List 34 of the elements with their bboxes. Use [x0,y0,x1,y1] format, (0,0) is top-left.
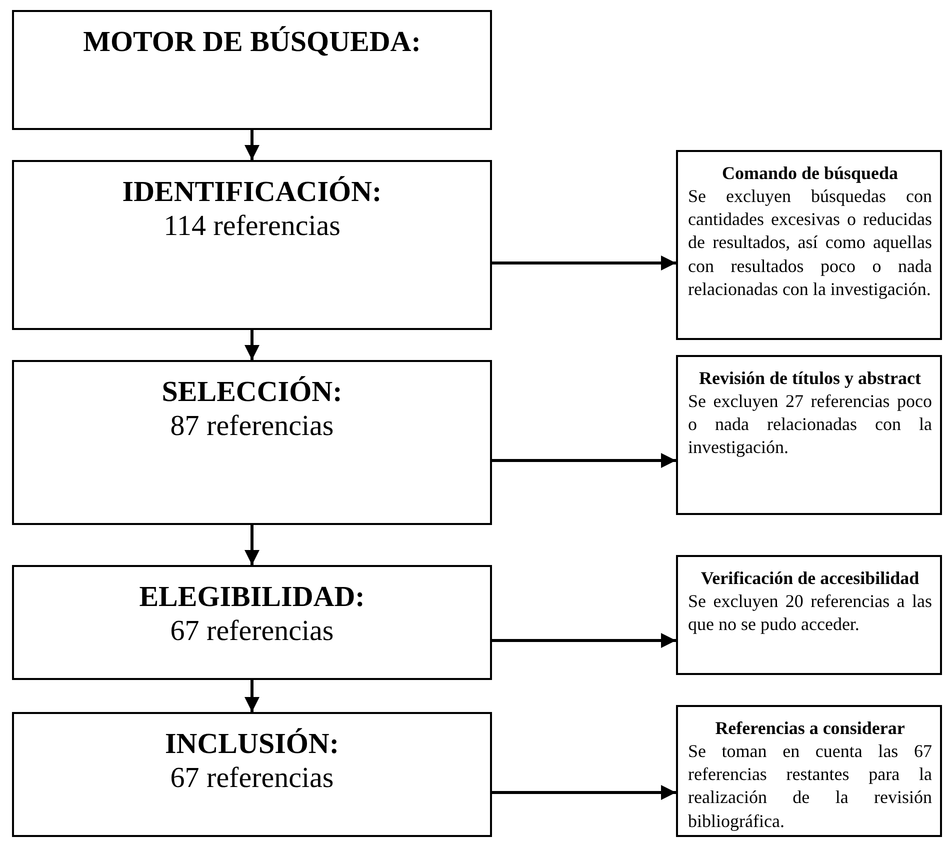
heading: Revisión de títulos y abstract [698,367,922,390]
heading: INCLUSIÓN: [164,728,340,762]
description: 114 referencias [162,209,342,244]
arrow [244,680,260,712]
stage-box [12,565,492,680]
arrow [492,633,676,648]
stage-box [12,160,492,330]
stage-box [12,712,492,837]
arrow [244,130,260,160]
stage-box [12,360,492,525]
heading: ELEGIBILIDAD: [138,581,366,614]
stage-box [12,10,492,130]
description: 67 referencias [169,761,335,796]
heading: SELECCIÓN: [160,376,344,410]
description: Se excluyen búsquedas con cantidades excesivas o reducidas de resultados, así como aquellas con resultados poco o nada relacionadas con la investigación. [688,184,932,302]
description: 87 referencias [169,409,335,444]
note-box [676,555,942,675]
heading: IDENTIFICACIÓN: [121,176,383,210]
description: Se toman en cuenta las 67 referencias restantes para la realización de la revisión bibliográfica. [688,740,932,833]
arrow [244,330,260,360]
description: Se excluyen 27 referencias poco o nada relacionadas con la investigación. [688,390,932,460]
arrow [492,785,676,800]
heading: Comando de búsqueda [720,162,900,184]
note-box [676,355,942,515]
heading: Verificación de accesibilidad [700,567,920,590]
arrow [244,525,260,565]
description: Se excluyen 20 referencias a las que no se pudo acceder. [688,590,932,636]
heading: MOTOR DE BÚSQUEDA: [82,26,422,60]
arrow [492,256,676,270]
arrow [492,453,676,468]
note-box [676,150,942,340]
note-box [676,705,942,837]
description: 67 referencias [169,614,335,650]
heading: Referencias a considerar [714,717,906,740]
